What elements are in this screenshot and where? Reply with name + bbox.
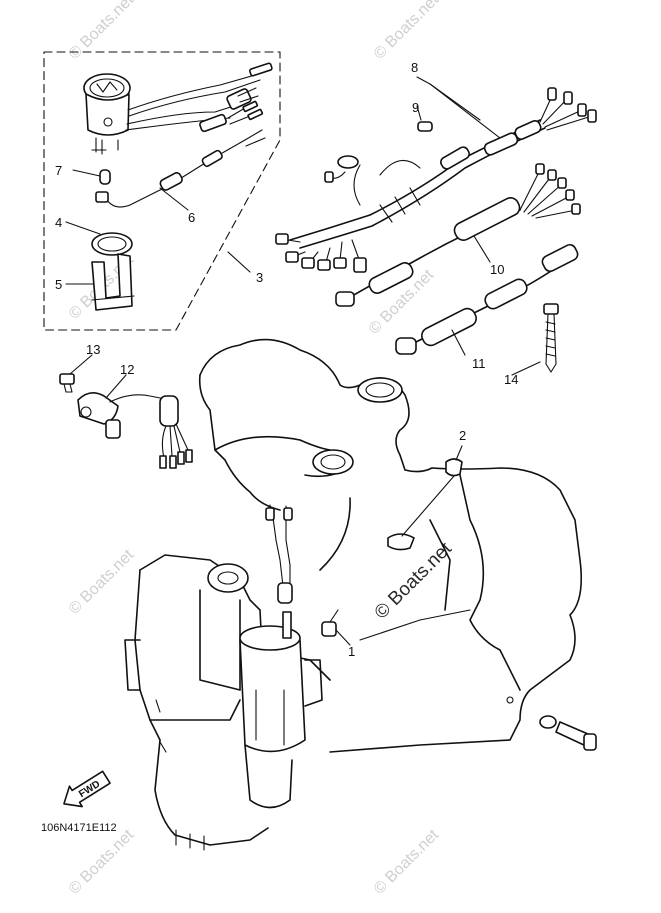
trim-meter (83, 62, 273, 208)
extension-lead-11 (395, 243, 579, 355)
callout-8: 8 (411, 60, 418, 75)
callout-9: 9 (412, 100, 419, 115)
callout-1: 1 (348, 644, 355, 659)
bolt-part-13 (59, 373, 75, 393)
bolt-rear (539, 715, 597, 751)
washer-part-2 (445, 458, 463, 477)
callout-11: 11 (472, 356, 486, 371)
watermark: © Boats.net (66, 0, 138, 63)
callout-6: 6 (188, 210, 195, 225)
callout-4: 4 (55, 215, 62, 230)
leader-lines (65, 76, 541, 646)
wire-harness (275, 87, 597, 273)
watermark: © Boats.net (371, 826, 443, 898)
callouts: 1 2 3 4 5 6 7 8 9 10 11 12 13 14 (55, 60, 518, 659)
callout-3: 3 (256, 270, 263, 285)
clip-part-9 (417, 121, 433, 132)
callout-14: 14 (504, 372, 518, 387)
callout-13: 13 (86, 342, 100, 357)
meter-bracket (91, 232, 135, 311)
screw-part-14 (543, 303, 559, 373)
callout-2: 2 (459, 428, 466, 443)
diagram-code: 106N4171E112 (41, 822, 117, 834)
callout-12: 12 (120, 362, 134, 377)
trim-sensor (77, 392, 193, 469)
fwd-arrow: FWD (63, 770, 111, 808)
callout-7: 7 (55, 163, 62, 178)
watermark-center: © Boats.net (371, 538, 457, 624)
bracket-assembly (124, 338, 583, 851)
callout-10: 10 (490, 262, 504, 277)
bolt-part-1 (321, 609, 339, 637)
clamp-plate (387, 533, 415, 551)
watermark: © Boats.net (66, 546, 138, 618)
watermark: © Boats.net (371, 0, 443, 63)
watermark: © Boats.net (66, 826, 138, 898)
callout-5: 5 (55, 277, 62, 292)
kit-boundary (43, 51, 281, 331)
extension-lead (335, 163, 581, 307)
